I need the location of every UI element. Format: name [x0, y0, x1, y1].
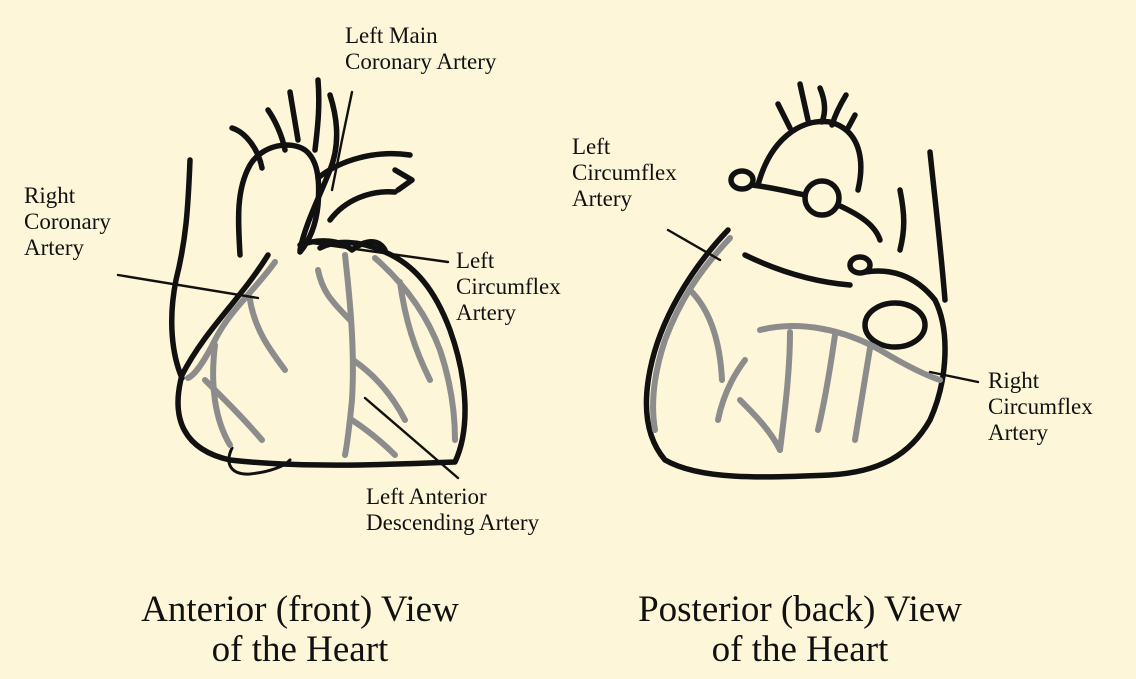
- posterior-branch-3: [820, 88, 824, 122]
- anterior-right-coronary-vessel: [188, 262, 275, 378]
- posterior-vein-tube: [752, 185, 805, 195]
- posterior-heart-drawing: [646, 84, 945, 477]
- posterior-vein-opening-2: [805, 181, 839, 215]
- posterior-vein-tube-2: [838, 205, 880, 240]
- label-left-main-coronary-artery: Left Main Coronary Artery: [345, 23, 496, 75]
- anterior-aortic-branch-4: [315, 80, 319, 150]
- anterior-lad-vessel: [345, 255, 353, 455]
- anterior-aortic-branch-1: [232, 128, 262, 168]
- posterior-branch-1: [778, 104, 790, 128]
- label-right-circumflex-artery: Right Circumflex Artery: [988, 368, 1093, 446]
- anterior-vena-cava: [172, 160, 190, 378]
- anterior-rca-branch: [250, 300, 285, 370]
- label-right-coronary-artery: Right Coronary Artery: [24, 183, 111, 261]
- posterior-branch-2: [800, 84, 808, 120]
- posterior-right-vertical-2: [900, 190, 904, 250]
- posterior-branch-5: [848, 115, 855, 128]
- posterior-descending-branch-2: [855, 348, 870, 440]
- anterior-pulmonary-branch: [395, 170, 412, 190]
- posterior-vein-opening-3: [850, 257, 870, 273]
- caption-posterior-view: Posterior (back) View of the Heart: [560, 590, 1040, 670]
- posterior-heart-outline: [646, 230, 945, 477]
- posterior-aorta: [758, 122, 861, 190]
- anterior-aortic-branch-3: [290, 92, 298, 140]
- caption-anterior-view: Anterior (front) View of the Heart: [40, 590, 560, 670]
- posterior-descending-branch-1: [818, 335, 835, 430]
- leader-right-coronary: [118, 275, 258, 298]
- posterior-right-vertical: [930, 152, 945, 300]
- posterior-circumflex-branch: [690, 290, 722, 380]
- posterior-vena-cava-opening: [865, 303, 925, 347]
- posterior-descending-vessel: [780, 332, 790, 450]
- anterior-circumflex-branch: [400, 282, 430, 380]
- anterior-lad-diagonal-3: [352, 420, 395, 455]
- posterior-branch-4: [832, 95, 846, 125]
- label-left-circumflex-artery-posterior: Left Circumflex Artery: [572, 134, 677, 212]
- label-left-anterior-descending-artery: Left Anterior Descending Artery: [366, 484, 539, 536]
- anterior-heart-drawing: [172, 80, 465, 474]
- posterior-ventricle-line: [745, 255, 850, 285]
- posterior-branch-lower: [740, 400, 780, 450]
- label-left-circumflex-artery-anterior: Left Circumflex Artery: [456, 248, 561, 326]
- anterior-aorta: [239, 145, 319, 255]
- posterior-circumflex-vessel: [653, 238, 730, 430]
- anterior-pulmonary-artery-2: [330, 192, 395, 220]
